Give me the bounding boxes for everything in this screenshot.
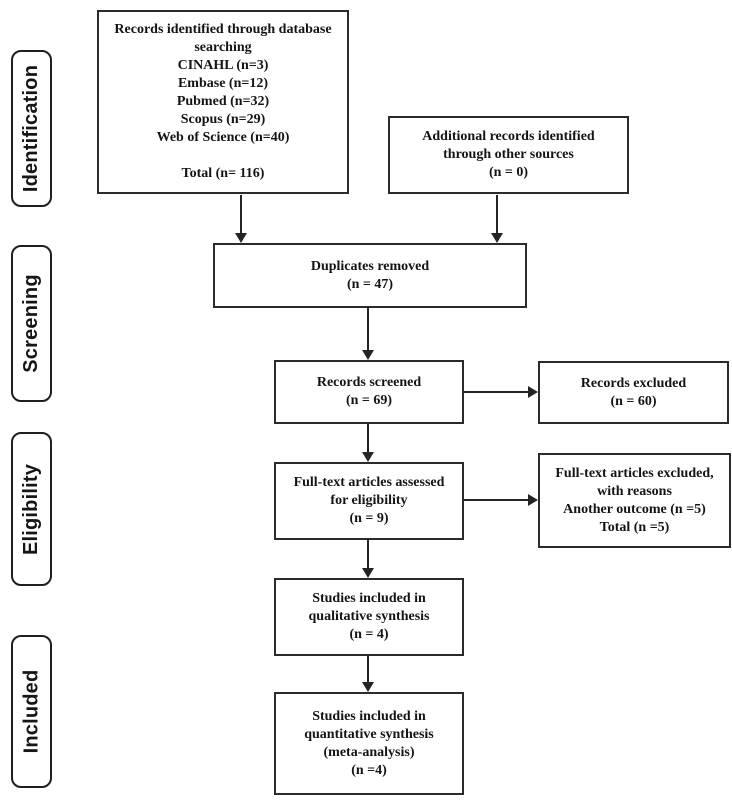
arrow-qualitative-to-quantitative [362,656,374,692]
arrow-database-to-duplicates [235,195,247,243]
box-records-screened: Records screened (n = 69) [274,360,464,424]
box-fulltext-assessed: Full-text articles assessed for eligibil… [274,462,464,540]
stage-label-identification-text: Identification [20,64,42,193]
stage-label-included: Included [11,635,52,788]
arrow-fulltext-to-qualitative [362,540,374,578]
stage-label-eligibility-text: Eligibility [20,463,43,555]
box-records-excluded: Records excluded (n = 60) [538,361,729,424]
box-qualitative-synthesis: Studies included in qualitative synthesi… [274,578,464,656]
box-additional-records: Additional records identified through ot… [388,116,629,194]
stage-label-screening: Screening [11,245,52,402]
arrow-screened-to-fulltext [362,424,374,462]
stage-label-eligibility: Eligibility [11,432,52,586]
box-fulltext-excluded: Full-text articles excluded, with reason… [538,453,731,548]
stage-label-screening-text: Screening [20,274,42,373]
arrow-fulltext-to-excluded [464,494,538,506]
arrow-duplicates-to-screened [362,308,374,360]
box-records-identified: Records identified through database sear… [97,10,349,194]
box-quantitative-synthesis: Studies included in quantitative synthes… [274,692,464,795]
stage-label-identification: Identification [11,50,52,207]
arrow-other-sources-to-duplicates [491,195,503,243]
stage-label-included-text: Included [20,669,43,754]
box-duplicates-removed: Duplicates removed (n = 47) [213,243,527,308]
arrow-screened-to-excluded [464,386,538,398]
